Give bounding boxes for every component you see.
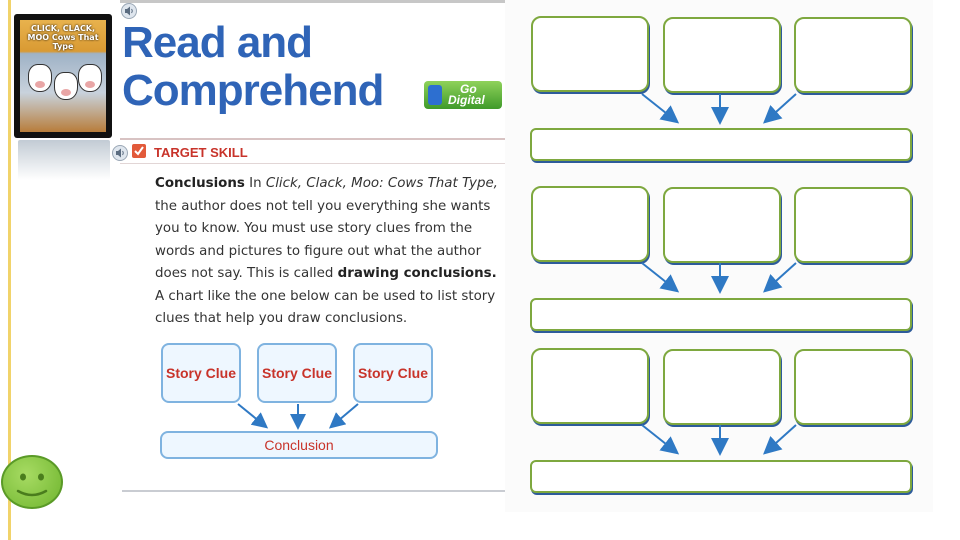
cover-reflection (18, 140, 110, 180)
book-cover-title: CLICK, CLACK, MOO Cows That Type (27, 24, 99, 51)
speaker-icon[interactable] (121, 3, 137, 19)
top-divider (120, 0, 505, 3)
body-line: you to know. You must use story clues fr… (155, 221, 473, 236)
checkbox-icon (132, 144, 146, 158)
page-heading: Comprehend (122, 66, 384, 115)
book-title-italic: Click, Clack, Moo: Cows That Type, (265, 176, 498, 191)
drawing-conclusions-term: drawing conclusions. (337, 266, 497, 281)
body-line: A chart like the one below can be used t… (155, 288, 496, 304)
conclusions-term: Conclusions (155, 176, 245, 191)
target-skill-label: TARGET SKILL (154, 145, 248, 160)
clue-input-box[interactable] (663, 17, 781, 93)
conclusion-input-bar[interactable] (530, 298, 912, 331)
clue-input-box[interactable] (531, 16, 649, 92)
conclusion-input-bar[interactable] (530, 460, 912, 493)
section-divider (120, 138, 505, 140)
cow-illustration (28, 64, 52, 92)
page-heading: Read and (122, 18, 313, 67)
book-cover-image: CLICK, CLACK, MOO Cows That Type (14, 14, 112, 138)
clue-input-box[interactable] (663, 187, 781, 263)
story-clue-box: Story Clue (353, 343, 433, 403)
clue-input-box[interactable] (794, 349, 912, 425)
clue-input-box[interactable] (794, 17, 912, 93)
story-clue-box: Story Clue (257, 343, 337, 403)
go-label: Go (460, 82, 477, 96)
go-digital-button[interactable]: Go Digital (424, 81, 502, 109)
body-intro: In (249, 176, 262, 191)
cow-illustration (78, 64, 102, 92)
clue-input-box[interactable] (531, 348, 649, 424)
skill-description: Conclusions In Click, Clack, Moo: Cows T… (155, 173, 507, 331)
mini-chart-arrows (237, 403, 359, 430)
cow-illustration (54, 72, 78, 100)
section-divider (120, 163, 505, 164)
body-line: clues that help you draw conclusions. (155, 311, 408, 326)
conclusion-input-bar[interactable] (530, 128, 912, 161)
digital-label: Digital (448, 93, 485, 107)
bottom-divider (122, 490, 505, 492)
conclusion-box: Conclusion (160, 431, 438, 459)
body-line: words and pictures to figure out what th… (155, 243, 482, 259)
clue-input-box[interactable] (531, 186, 649, 262)
story-clue-box: Story Clue (161, 343, 241, 403)
speaker-icon[interactable] (112, 145, 128, 161)
clue-input-box[interactable] (663, 349, 781, 425)
body-line: the author does not tell you everything … (155, 198, 491, 214)
smiley-icon (1, 455, 63, 509)
clue-input-box[interactable] (794, 187, 912, 263)
body-line: does not say. This is called (155, 266, 334, 281)
device-icon (428, 85, 442, 105)
page-margin-line (8, 0, 11, 540)
